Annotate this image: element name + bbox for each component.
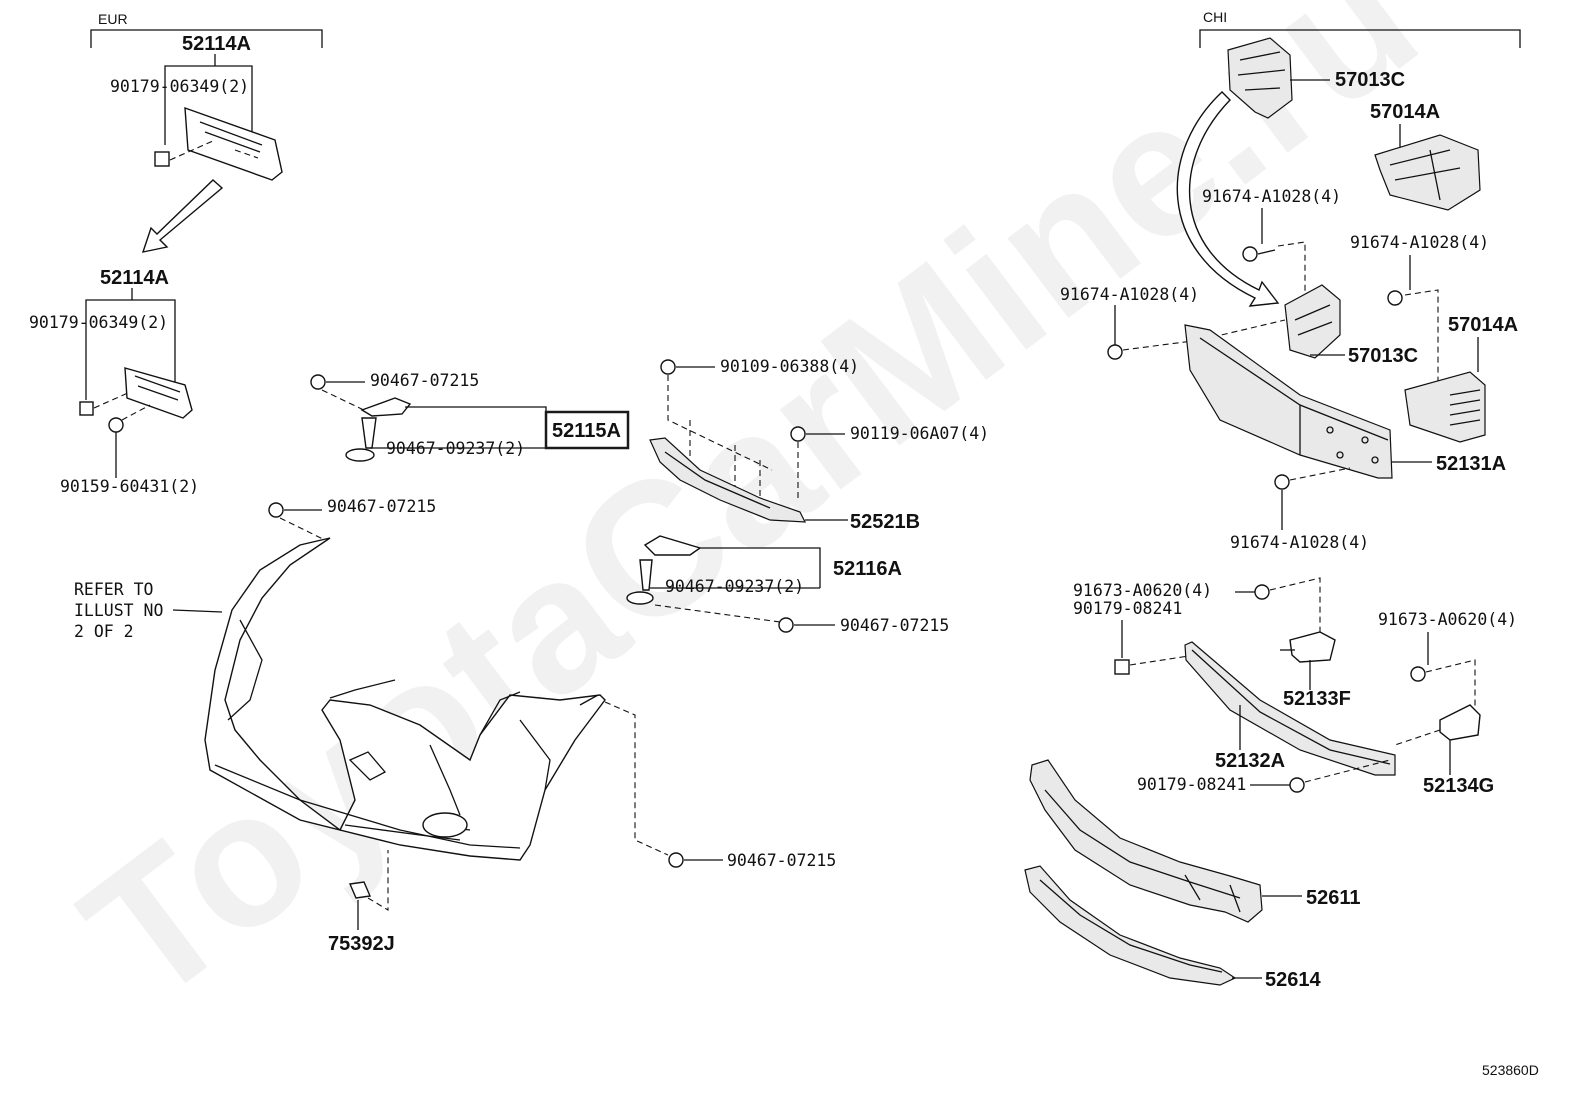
bracket-57013C	[1284, 284, 1341, 359]
label-91673-a[interactable]: 91673-A0620(4)	[1073, 581, 1212, 600]
absorber-52132A	[1184, 641, 1396, 776]
label-91674-a[interactable]: 91674-A1028(4)	[1202, 187, 1341, 206]
label-91674-d[interactable]: 91674-A1028(4)	[1230, 533, 1369, 552]
label-52114A-eur[interactable]: 52114A	[182, 33, 251, 55]
chi-group: CHI 57013C 57014A 91674-A1028(4) 91674-A…	[1060, 9, 1521, 552]
label-57013C[interactable]: 57013C	[1348, 345, 1418, 367]
label-57014A[interactable]: 57014A	[1448, 314, 1518, 336]
bolt-91674-b	[1387, 290, 1403, 306]
arrow-eur	[141, 179, 224, 253]
label-90179-08241-b[interactable]: 90179-08241	[1137, 775, 1246, 794]
refer-line-2: ILLUST NO	[74, 601, 163, 620]
clip-90179-eur	[154, 151, 170, 167]
label-90467-07215-d[interactable]: 90467-07215	[727, 851, 836, 870]
bolt-90109	[660, 359, 676, 375]
label-90467-07215-a[interactable]: 90467-07215	[370, 371, 479, 390]
eur-group: EUR 52114A 90179-06349(2)	[90, 11, 323, 181]
support-52521B-group: 90109-06388(4) 90119-06A07(4) 52521B	[649, 357, 989, 533]
label-52132A[interactable]: 52132A	[1215, 750, 1285, 772]
nut-90179-b	[1289, 777, 1305, 793]
clip-90467-c	[268, 502, 284, 518]
clip-90467-a	[310, 374, 326, 390]
lower-parts-group: 52611 52614	[1024, 759, 1361, 991]
label-57013C-top[interactable]: 57013C	[1335, 69, 1405, 91]
retainer-52134G	[1439, 704, 1481, 741]
label-90467-09237-a[interactable]: 90467-09237(2)	[386, 439, 525, 458]
bolt-91674-a	[1242, 246, 1258, 262]
clip-90467-d	[668, 852, 684, 868]
highlight-box-52115A	[544, 410, 630, 450]
bolt-91673-a	[1254, 584, 1270, 600]
bracket-57014A-top	[1374, 134, 1481, 211]
retainer-52115A	[360, 397, 412, 417]
support-52521B	[649, 437, 806, 523]
label-52114A[interactable]: 52114A	[100, 267, 169, 289]
label-90467-07215-b[interactable]: 90467-07215	[840, 616, 949, 635]
label-90179-06349-eur[interactable]: 90179-06349(2)	[110, 77, 249, 96]
label-75392J[interactable]: 75392J	[328, 933, 395, 955]
bracket-57014A	[1404, 371, 1486, 443]
bumper-cover-group: 90467-07215 REFER TO ILLUST NO 2 OF 2 90…	[74, 497, 836, 955]
absorber-group: 91673-A0620(4) 90179-08241 52133F 52132A…	[1073, 577, 1517, 797]
retainer-52115A-group: 90467-07215 90467-09237(2) 52115A	[310, 371, 630, 462]
label-91673-b[interactable]: 91673-A0620(4)	[1378, 610, 1517, 629]
label-52134G[interactable]: 52134G	[1423, 775, 1494, 797]
label-52611[interactable]: 52611	[1306, 887, 1361, 909]
refer-line-3: 2 OF 2	[74, 622, 134, 641]
label-52131A[interactable]: 52131A	[1436, 453, 1506, 475]
diagram-id: 523860D	[1482, 1062, 1539, 1078]
bolt-91673-b	[1410, 666, 1426, 682]
clip-90179	[79, 401, 94, 416]
label-52614[interactable]: 52614	[1265, 969, 1321, 991]
label-90179-08241-a[interactable]: 90179-08241	[1073, 599, 1182, 618]
label-91674-b[interactable]: 91674-A1028(4)	[1350, 233, 1489, 252]
bracket-57013C-top	[1227, 37, 1293, 119]
eur-label: EUR	[98, 11, 128, 27]
license-bracket-group: 52114A 90179-06349(2) 90159-60431(2)	[29, 267, 199, 496]
label-52115A[interactable]: 52115A	[552, 420, 621, 442]
label-90467-09237-b[interactable]: 90467-09237(2)	[665, 577, 804, 596]
label-90467-07215-c[interactable]: 90467-07215	[327, 497, 436, 516]
retainer-52116A	[643, 535, 702, 556]
bolt-91674-c	[1107, 344, 1123, 360]
bolt-90119	[790, 426, 806, 442]
refer-line-1: REFER TO	[74, 580, 153, 599]
retainer-52133F	[1289, 631, 1336, 663]
retainer-52116A-group: 52116A 90467-09237(2) 90467-07215	[626, 535, 949, 635]
chi-label: CHI	[1203, 9, 1227, 25]
bolt-91674-d	[1274, 474, 1290, 490]
bolt-90159	[108, 417, 124, 433]
nut-90179-a	[1114, 659, 1130, 675]
license-bracket-eur	[184, 106, 283, 181]
front-bumper-cover	[204, 537, 606, 861]
label-52133F[interactable]: 52133F	[1283, 688, 1351, 710]
label-90119-06A07[interactable]: 90119-06A07(4)	[850, 424, 989, 443]
label-57014A-top[interactable]: 57014A	[1370, 101, 1440, 123]
label-52116A[interactable]: 52116A	[833, 558, 902, 580]
clip-90467-b	[778, 617, 794, 633]
label-90179-06349[interactable]: 90179-06349(2)	[29, 313, 168, 332]
label-90159-60431[interactable]: 90159-60431(2)	[60, 477, 199, 496]
support-52611	[1029, 759, 1263, 923]
label-91674-c[interactable]: 91674-A1028(4)	[1060, 285, 1199, 304]
arrow-chi	[1176, 91, 1280, 307]
label-90109-06388[interactable]: 90109-06388(4)	[720, 357, 859, 376]
clip-75392J	[348, 881, 372, 899]
label-52521B[interactable]: 52521B	[850, 511, 920, 533]
